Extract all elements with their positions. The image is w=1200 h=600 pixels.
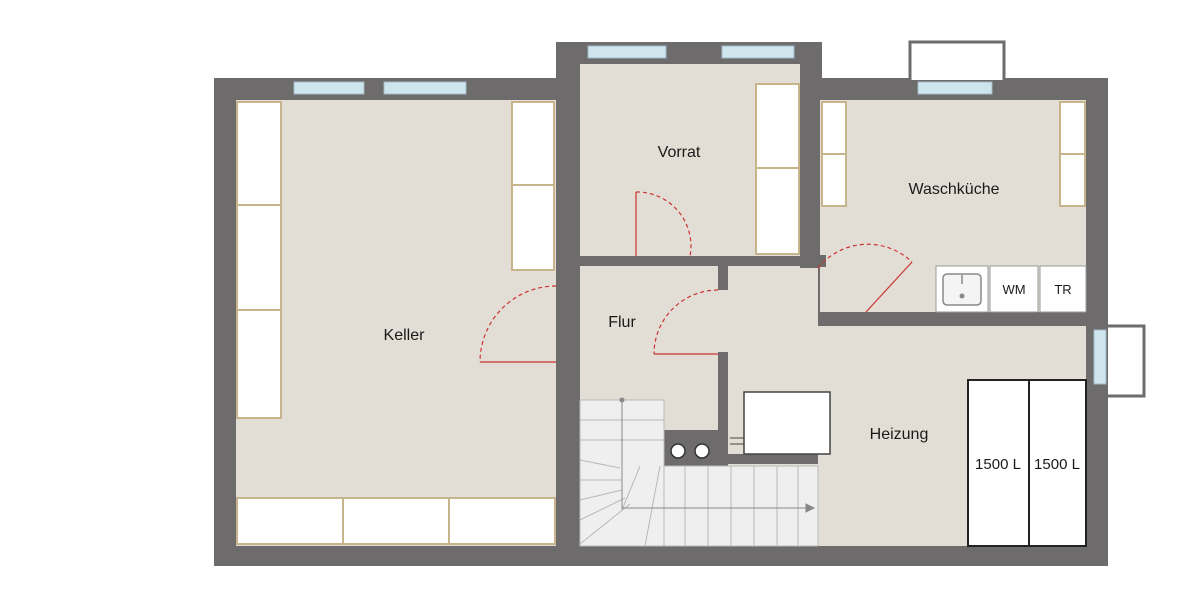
stairs-arrow-icon — [619, 397, 816, 513]
floor-keller — [236, 100, 556, 546]
room-label-keller: Keller — [384, 327, 426, 344]
sink — [935, 265, 989, 313]
door-swings — [479, 191, 913, 363]
room-label-waschkueche: Waschküche — [909, 181, 1000, 198]
chimney-flues — [670, 443, 710, 459]
waschkueche-shelves — [821, 101, 1086, 207]
oil-tank-2-label: 1500 L — [1034, 456, 1080, 473]
dryer: TR — [1039, 265, 1087, 313]
room-label-flur: Flur — [608, 314, 636, 331]
dryer-label: TR — [1054, 282, 1071, 297]
door-keller — [479, 285, 557, 363]
window-vorrat-2 — [721, 45, 795, 59]
window-heizung — [1093, 329, 1107, 385]
window-vorrat-1 — [587, 45, 667, 59]
room-label-vorrat: Vorrat — [658, 144, 701, 161]
washing-machine-label: WM — [1002, 282, 1025, 297]
keller-shelves — [236, 101, 556, 545]
interior-walls — [556, 64, 1086, 546]
room-label-heizung: Heizung — [870, 426, 929, 443]
window-waschkueche — [917, 81, 993, 95]
oil-tank-1: 1500 L — [967, 379, 1030, 547]
window-keller-2 — [383, 81, 467, 95]
heater — [730, 391, 831, 455]
staircase — [579, 399, 819, 547]
light-shafts — [908, 40, 1146, 398]
windows — [293, 45, 1107, 385]
sink-icon — [942, 273, 982, 306]
window-keller-1 — [293, 81, 365, 95]
heater-icon — [743, 391, 831, 455]
washing-machine: WM — [989, 265, 1039, 313]
oil-tank-1-label: 1500 L — [975, 456, 1021, 473]
oil-tank-2: 1500 L — [1028, 379, 1087, 547]
vorrat-shelves — [755, 83, 800, 255]
door-waschkueche — [817, 243, 913, 269]
door-heizung — [653, 289, 719, 355]
